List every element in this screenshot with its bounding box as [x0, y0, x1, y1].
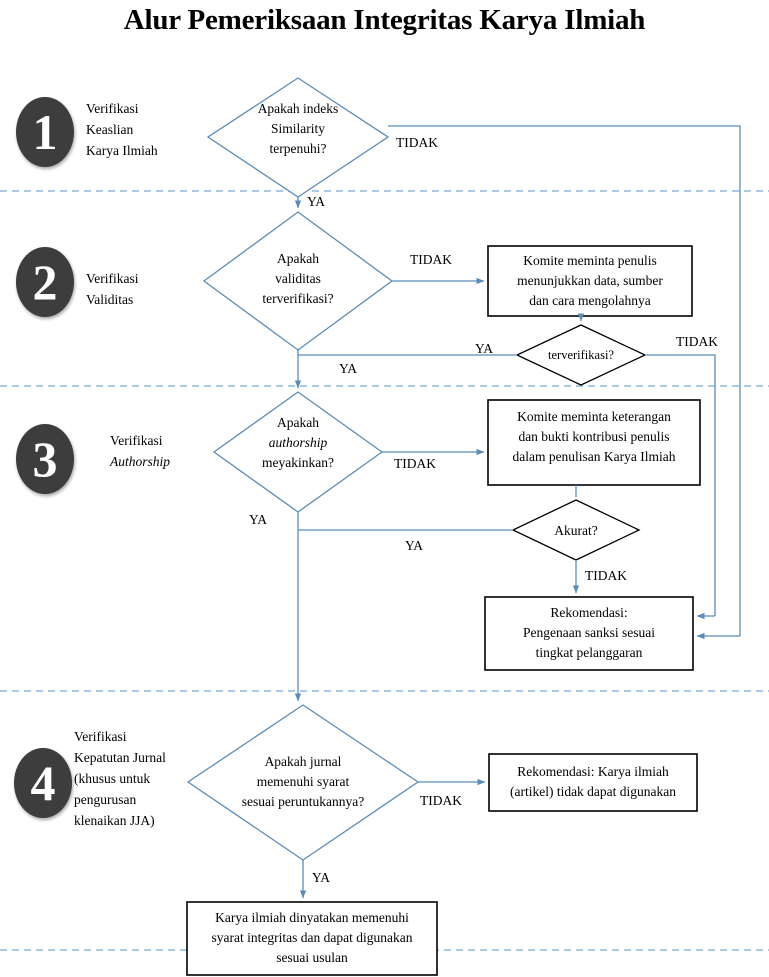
stage-label-3-line-2: Authorship	[110, 454, 171, 469]
stage-label-4-line-3: (khusus untuk	[74, 771, 151, 786]
box-rekomendasi-sanksi-shape[interactable]	[484, 596, 694, 671]
edge-label-authorship-ya: YA	[249, 512, 268, 527]
stage-label-4-line-2: Kepatutan Jurnal	[74, 750, 166, 765]
edge-label-jurnal-tidak: TIDAK	[420, 793, 462, 808]
stage-label-4-line-5: klenaikan JJA)	[74, 813, 155, 828]
edge-label-authorship-tidak: TIDAK	[394, 456, 436, 471]
stage-label-1-line-1: Verifikasi	[86, 101, 139, 116]
decision-similarity-shape[interactable]	[206, 77, 390, 198]
box-komite-data-shape[interactable]	[487, 245, 693, 317]
edge-label-similarity-ya: YA	[307, 194, 326, 209]
stage-badge-1: 1	[16, 97, 74, 167]
stage-label-1-line-3: Karya Ilmiah	[86, 143, 158, 158]
box-komite-kontribusi-shape[interactable]	[487, 399, 701, 486]
edge-label-validitas-ya: YA	[339, 361, 358, 376]
stage-badge-2: 2	[16, 247, 74, 317]
decision-validitas-shape[interactable]	[202, 211, 394, 351]
stage-label-1-line-2: Keaslian	[86, 122, 134, 137]
edge-label-jurnal-ya: YA	[312, 870, 331, 885]
stage-label-2-line-1: Verifikasi	[86, 271, 139, 286]
stage-label-1: Verifikasi Keaslian Karya Ilmiah	[86, 98, 196, 161]
stage-label-3-line-1: Verifikasi	[110, 433, 163, 448]
box-karya-memenuhi-shape[interactable]	[186, 901, 438, 976]
edge-label-terverifikasi-ya: YA	[475, 341, 494, 356]
edge-label-similarity-tidak: TIDAK	[396, 135, 438, 150]
stage-label-2-line-2: Validitas	[86, 292, 134, 307]
decision-akurat-shape[interactable]	[511, 499, 641, 561]
page-title: Alur Pemeriksaan Integritas Karya Ilmiah	[123, 4, 646, 36]
stage-badge-3: 3	[16, 424, 74, 494]
box-rekomendasi-tidak-digunakan-shape[interactable]	[488, 753, 698, 812]
stage-label-4-line-4: pengurusan	[74, 792, 137, 807]
edge-label-terverifikasi-tidak: TIDAK	[676, 334, 718, 349]
stage-label-3: Verifikasi Authorship	[110, 430, 220, 472]
stage-label-4-line-1: Verifikasi	[74, 729, 127, 744]
edge-label-validitas-tidak: TIDAK	[410, 252, 452, 267]
decision-terverifikasi2-shape[interactable]	[515, 324, 647, 386]
decision-authorship-shape[interactable]	[212, 391, 384, 513]
edge-similarity-tidak	[388, 125, 741, 636]
edge-label-akurat-tidak: TIDAK	[585, 568, 627, 583]
edge-terverifikasi-tidak	[645, 354, 716, 616]
stage-label-2: Verifikasi Validitas	[86, 268, 196, 310]
decision-jurnal-shape[interactable]	[186, 704, 420, 861]
stage-badge-4: 4	[14, 748, 72, 818]
edge-label-akurat-ya: YA	[405, 538, 424, 553]
stage-label-4: Verifikasi Kepatutan Jurnal (khusus untu…	[74, 726, 194, 831]
